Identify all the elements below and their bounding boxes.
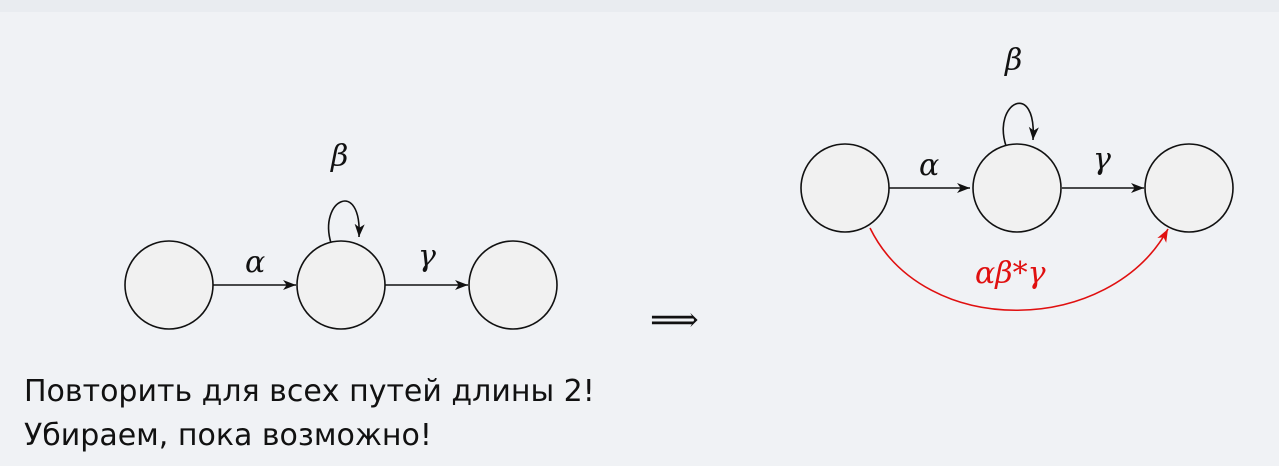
left-label-alpha: α — [245, 245, 265, 280]
implies-arrow-icon: ⟹ — [650, 300, 699, 340]
left-label-beta: β — [330, 139, 348, 174]
left-state-1 — [124, 240, 214, 330]
right-diagram: α β γ αβ*γ — [800, 43, 1234, 311]
caption-line-1: Повторить для всех путей длины 2! — [24, 374, 595, 409]
right-label-alpha: α — [919, 148, 939, 183]
right-label-gamma: γ — [1093, 142, 1111, 177]
left-diagram: α β γ — [124, 139, 558, 330]
right-label-combined: αβ*γ — [975, 256, 1046, 291]
left-self-loop-beta — [327, 200, 365, 244]
right-edge-combined — [869, 227, 1169, 311]
top-bar — [0, 0, 1279, 12]
left-state-2 — [296, 240, 386, 330]
left-label-gamma: γ — [418, 239, 436, 274]
right-state-1 — [800, 143, 890, 233]
left-state-3 — [468, 240, 558, 330]
right-self-loop-beta — [1002, 102, 1039, 147]
right-label-beta: β — [1004, 43, 1022, 78]
right-state-3 — [1144, 143, 1234, 233]
caption-line-2: Убираем, пока возможно! — [24, 418, 432, 453]
right-state-2 — [972, 143, 1062, 233]
